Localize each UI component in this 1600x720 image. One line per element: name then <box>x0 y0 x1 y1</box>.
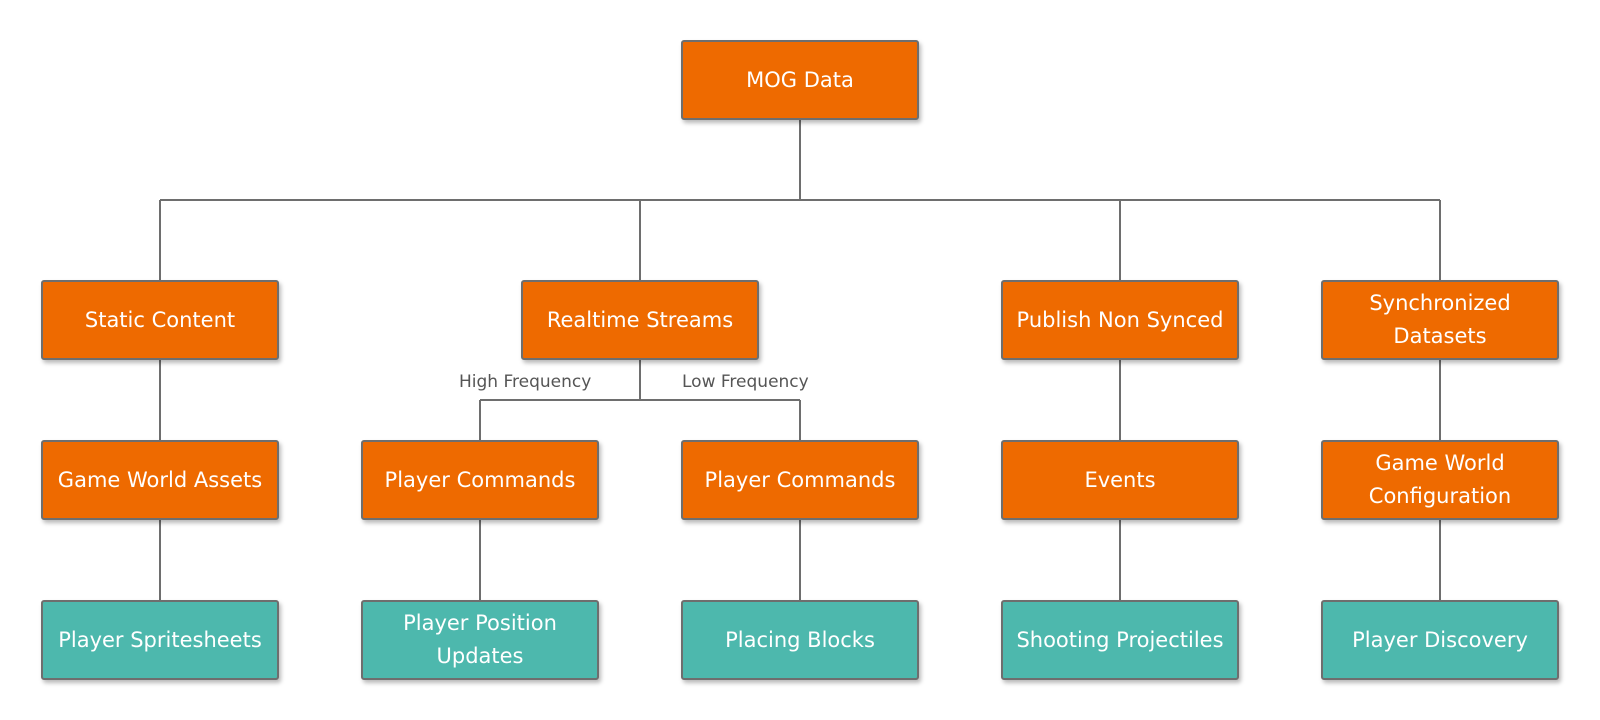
node-player-commands-high: Player Commands <box>361 440 599 520</box>
node-placing-blocks: Placing Blocks <box>681 600 919 680</box>
node-label: Publish Non Synced <box>1016 307 1224 332</box>
edge-label-high-frequency: High Frequency <box>459 372 592 392</box>
node-label: Player Spritesheets <box>58 627 262 652</box>
node-label: Player Commands <box>384 467 576 492</box>
node-label: MOG Data <box>746 67 854 92</box>
node-label: Realtime Streams <box>546 307 734 332</box>
node-label: Placing Blocks <box>725 627 875 652</box>
node-label: Game World Configuration <box>1368 451 1512 508</box>
node-label: Player Commands <box>704 467 896 492</box>
node-label: Player Position Updates <box>403 611 557 668</box>
node-synchronized-datasets: Synchronized Datasets <box>1321 280 1559 360</box>
node-static-content: Static Content <box>41 280 279 360</box>
node-mog-data: MOG Data <box>681 40 919 120</box>
node-game-world-assets: Game World Assets <box>41 440 279 520</box>
node-label: Player Discovery <box>1352 627 1528 652</box>
node-publish-non-synced: Publish Non Synced <box>1001 280 1239 360</box>
edge-label-low-frequency: Low Frequency <box>682 372 809 392</box>
node-player-position-updates: Player Position Updates <box>361 600 599 680</box>
node-label: Shooting Projectiles <box>1016 627 1224 652</box>
node-player-discovery: Player Discovery <box>1321 600 1559 680</box>
node-shooting-projectiles: Shooting Projectiles <box>1001 600 1239 680</box>
node-realtime-streams: Realtime Streams <box>521 280 759 360</box>
node-label: Events <box>1084 467 1156 492</box>
node-label: Synchronized Datasets <box>1369 291 1511 348</box>
node-player-commands-low: Player Commands <box>681 440 919 520</box>
node-label: Game World Assets <box>57 467 263 492</box>
node-game-world-configuration: Game World Configuration <box>1321 440 1559 520</box>
node-events: Events <box>1001 440 1239 520</box>
node-label: Static Content <box>84 307 236 332</box>
node-player-spritesheets: Player Spritesheets <box>41 600 279 680</box>
